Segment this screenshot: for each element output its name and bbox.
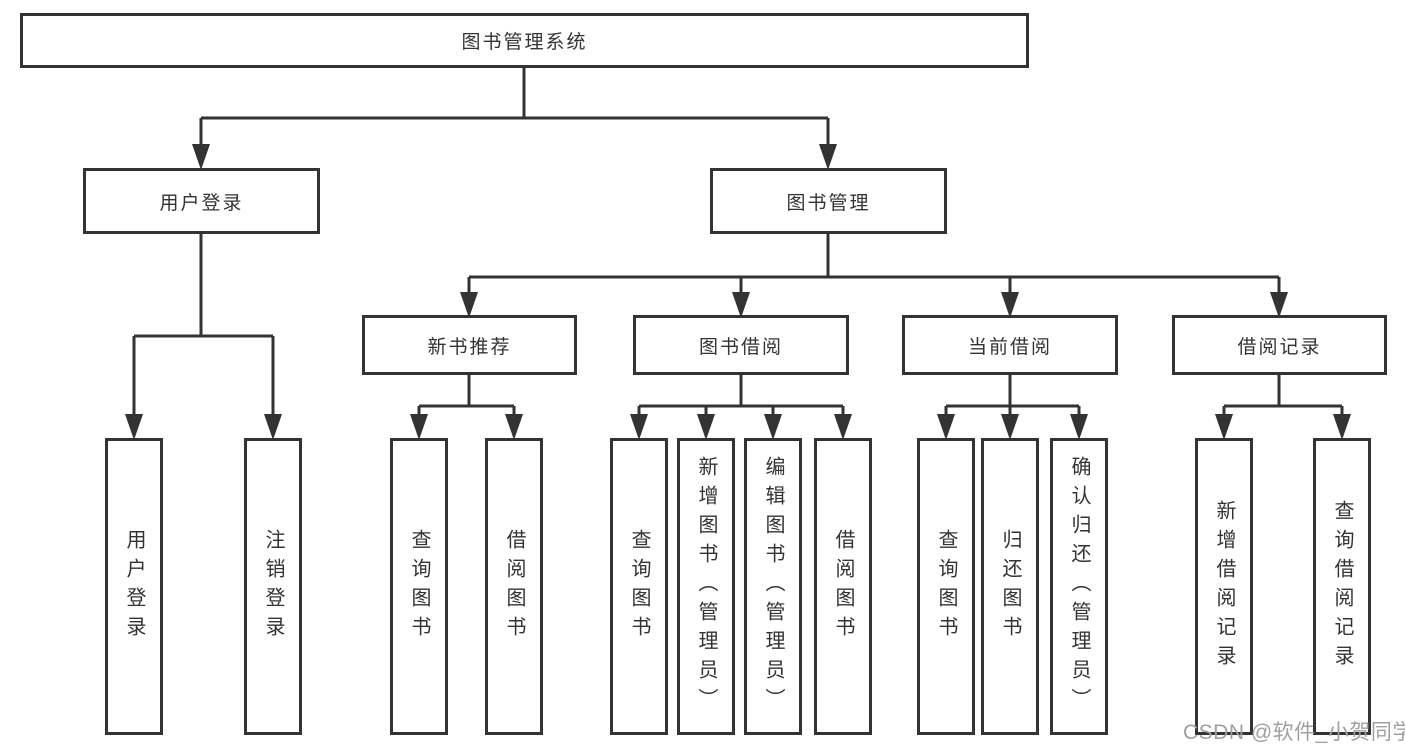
watermark: CSDN @软件_小贺同学 [1183,721,1405,744]
arrow-down-icon [1070,414,1088,440]
leaf-label: 查询图书 [935,528,957,645]
node-current-borrowing: 当前借阅 [902,315,1118,375]
leaf-label: 注销登录 [262,528,284,645]
arrow-down-icon [192,144,210,170]
leaf-borrow-books: 借阅图书 [814,438,872,735]
node-book-management: 图书管理 [710,168,947,234]
connector-book-borrow-to-leaves [630,375,852,440]
leaf-query-books-recommend: 查询图书 [390,438,448,735]
leaf-borrow-books-recommend: 借阅图书 [485,438,543,735]
arrow-down-icon [1001,292,1019,318]
arrow-down-icon [1001,414,1019,440]
connector-path [1222,375,1344,416]
leaf-add-books-admin: 新增图书（管理员） [677,438,735,735]
leaf-label: 新增图书（管理员） [695,456,717,717]
arrow-down-icon [505,414,523,440]
connector-new-book-to-leaves [410,375,523,440]
node-library-system: 图书管理系统 [20,13,1029,68]
leaf-label: 查询图书 [408,528,430,645]
connector-borrow-records-to-leaves [1215,375,1351,440]
leaf-query-books-borrowing: 查询图书 [610,438,668,735]
leaf-logout: 注销登录 [244,438,302,735]
leaf-label: 新增借阅记录 [1213,499,1235,674]
connector-user-login-to-leaves [125,234,282,440]
connector-path [637,375,845,416]
arrow-down-icon [819,144,837,170]
leaf-return-books: 归还图书 [981,438,1039,735]
connector-book-management-to-level3 [460,234,1288,318]
leaf-label: 用户登录 [123,528,145,645]
arrow-down-icon [937,414,955,440]
leaf-label: 确认归还（管理员） [1068,456,1090,717]
arrow-down-icon [697,414,715,440]
leaf-add-borrow-record: 新增借阅记录 [1195,438,1253,735]
leaf-label: 归还图书 [999,528,1021,645]
node-user-login: 用户登录 [83,168,320,234]
connector-path [199,68,830,146]
arrow-down-icon [460,292,478,318]
arrow-down-icon [764,414,782,440]
arrow-down-icon [732,292,750,318]
connector-path [467,234,1281,294]
arrow-down-icon [1333,414,1351,440]
arrow-down-icon [834,414,852,440]
connector-root-to-level2 [192,68,837,170]
connector-current-borrow-to-leaves [937,375,1088,440]
arrow-down-icon [125,414,143,440]
node-book-borrowing: 图书借阅 [633,315,849,375]
arrow-down-icon [1215,414,1233,440]
connector-path [944,375,1081,416]
leaf-label: 查询图书 [628,528,650,645]
arrow-down-icon [410,414,428,440]
leaf-query-borrow-record: 查询借阅记录 [1313,438,1371,735]
connector-path [132,234,275,416]
node-new-book-recommend: 新书推荐 [362,315,577,375]
arrow-down-icon [1270,292,1288,318]
connector-path [417,375,516,416]
leaf-label: 编辑图书（管理员） [762,456,784,717]
leaf-edit-books-admin: 编辑图书（管理员） [744,438,802,735]
leaf-label: 查询借阅记录 [1331,499,1353,674]
leaf-query-books-current: 查询图书 [917,438,975,735]
leaf-label: 借阅图书 [503,528,525,645]
leaf-label: 借阅图书 [832,528,854,645]
leaf-confirm-return-admin: 确认归还（管理员） [1050,438,1108,735]
arrow-down-icon [264,414,282,440]
node-borrowing-records: 借阅记录 [1172,315,1387,375]
leaf-user-login: 用户登录 [105,438,163,735]
arrow-down-icon [630,414,648,440]
